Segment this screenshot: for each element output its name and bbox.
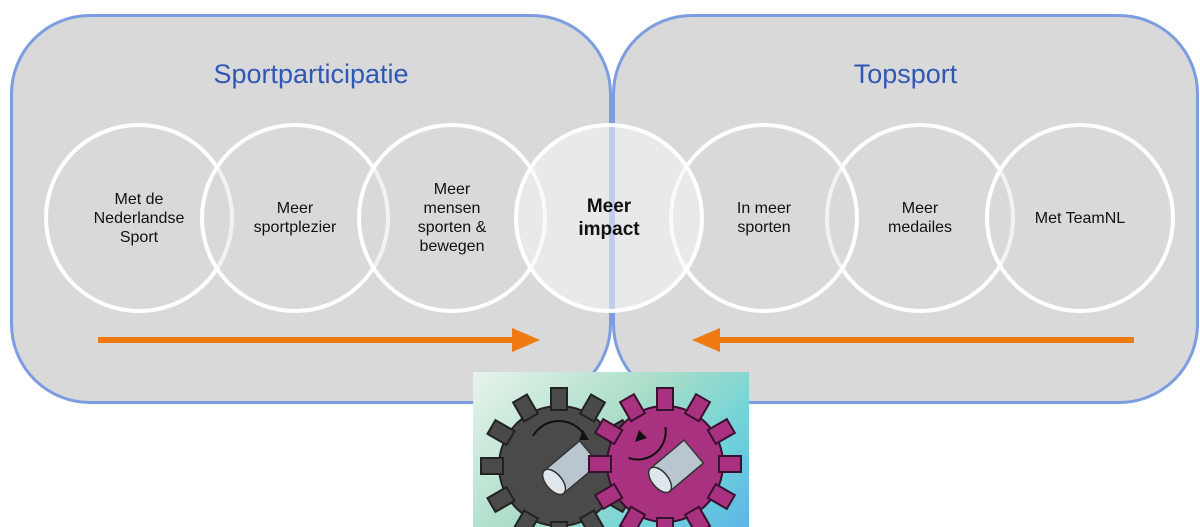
circle-meer-impact: Meer impact bbox=[514, 123, 704, 313]
panel-title-sportparticipatie: Sportparticipatie bbox=[213, 59, 409, 89]
circle-meer-mensen-sporten: Meer mensen sporten & bewegen bbox=[357, 123, 547, 313]
interlocking-gears-icon bbox=[480, 387, 742, 527]
circle-met-teamnl: Met TeamNL bbox=[985, 123, 1175, 313]
arrow-right bbox=[98, 328, 540, 352]
circle-label: Meer mensen sporten & bewegen bbox=[417, 181, 487, 255]
gears-image bbox=[473, 372, 749, 527]
circle-label: Met TeamNL bbox=[1034, 209, 1126, 227]
circle-label-center: Meer impact bbox=[578, 196, 640, 240]
circle-label: In meer sporten bbox=[736, 200, 792, 236]
circle-label: Meer sportplezier bbox=[253, 200, 337, 236]
circle-label: Met de Nederlandse Sport bbox=[93, 190, 185, 246]
circle-label: Meer medailes bbox=[887, 200, 953, 236]
panel-title-topsport: Topsport bbox=[853, 59, 958, 89]
arrow-left bbox=[692, 328, 1134, 352]
